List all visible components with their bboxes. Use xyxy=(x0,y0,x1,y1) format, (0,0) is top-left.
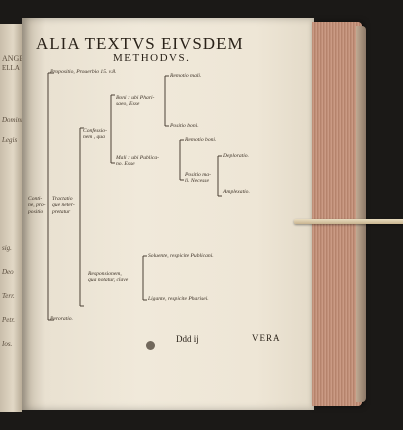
left-fragment: Deo xyxy=(2,268,14,276)
left-fragment: ELLA xyxy=(2,64,20,72)
outline-deploratio: Deploratio. xyxy=(223,153,249,159)
left-fragment: Petr. xyxy=(2,316,16,324)
left-page-edge: ANGE ELLA Domini Legis sig. Deo Terr. Pe… xyxy=(0,24,25,412)
outline-root: Conti- ne, pro- positio xyxy=(28,196,46,215)
outline-positio-boni: Positio boni. xyxy=(170,123,199,129)
outline-responsionem: Responsionem, qua notatur, clave xyxy=(88,271,129,284)
outline-peroratio: Peroratio. xyxy=(50,316,73,322)
outline-amplexatio: Amplexatio. xyxy=(223,189,250,195)
page-edges xyxy=(312,22,362,406)
left-fragment: ANGE xyxy=(2,54,25,63)
outline-mali: Mali : ubi Publica- no. Esse xyxy=(116,155,160,168)
outline-top-proposition: Propositio, Prouerbio 15. v.8. xyxy=(50,69,117,75)
left-fragment: Legis xyxy=(2,136,18,144)
signature-mark: Ddd ij xyxy=(176,334,199,344)
outline-boni: Boni : ubi Phari- saeo, Esse xyxy=(116,95,155,108)
catchword: VERA xyxy=(252,333,281,343)
right-page xyxy=(22,18,314,410)
page-subtitle: METHODVS. xyxy=(113,52,191,64)
left-fragment: Ios. xyxy=(2,340,13,348)
ink-stain xyxy=(146,341,155,350)
cover-edge xyxy=(356,26,366,402)
left-fragment: sig. xyxy=(2,244,12,252)
page-title: ALIA TEXTVS EIVSDEM xyxy=(36,34,244,53)
outline-tractatio: Tractatio que neter- pretatur xyxy=(52,196,75,215)
outline-remotio-boni: Remotio boni. xyxy=(185,137,217,143)
left-fragment: Domini xyxy=(2,116,23,124)
left-fragment: Terr. xyxy=(2,292,15,300)
bookmark-strip xyxy=(294,219,403,224)
outline-soluente: Soluente, respicite Publicani. xyxy=(148,253,214,259)
outline-ligante: Ligante, respicite Pharisei. xyxy=(148,296,209,302)
outline-confessionem: Confessio- nem , qua xyxy=(83,128,107,141)
outline-positio-mali: Positio ma- li. Necesse xyxy=(185,172,211,185)
outline-remotio-mali: Remotio mali. xyxy=(170,73,202,79)
